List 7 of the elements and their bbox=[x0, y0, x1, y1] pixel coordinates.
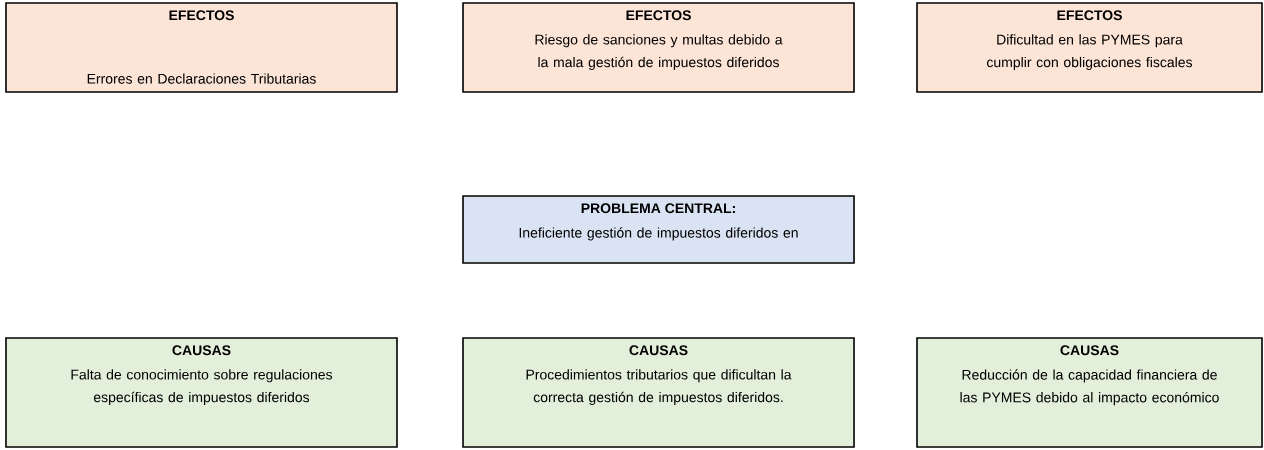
text-box: EFECTOS Errores en Declaraciones Tributarias bbox=[5, 2, 398, 93]
text-box: PROBLEMA CENTRAL: Ineficiente gestión de impuestos diferidos en bbox=[462, 195, 855, 264]
text-box: EFECTOS Dificultad en las PYMES para cumplir con obligaciones fiscales bbox=[916, 2, 1263, 93]
text-box: CAUSAS Procedimientos tributarios que dificultan la correcta gestión de impuestos diferidos. bbox=[462, 337, 855, 448]
text-box: CAUSAS Reducción de la capacidad financiera de las PYMES debido al impacto económico bbox=[916, 337, 1263, 448]
text-box: EFECTOS Riesgo de sanciones y multas debido a la mala gestión de impuestos diferidos bbox=[462, 2, 855, 93]
text-box: CAUSAS Falta de conocimiento sobre regulaciones específicas de impuestos diferidos bbox=[5, 337, 398, 448]
